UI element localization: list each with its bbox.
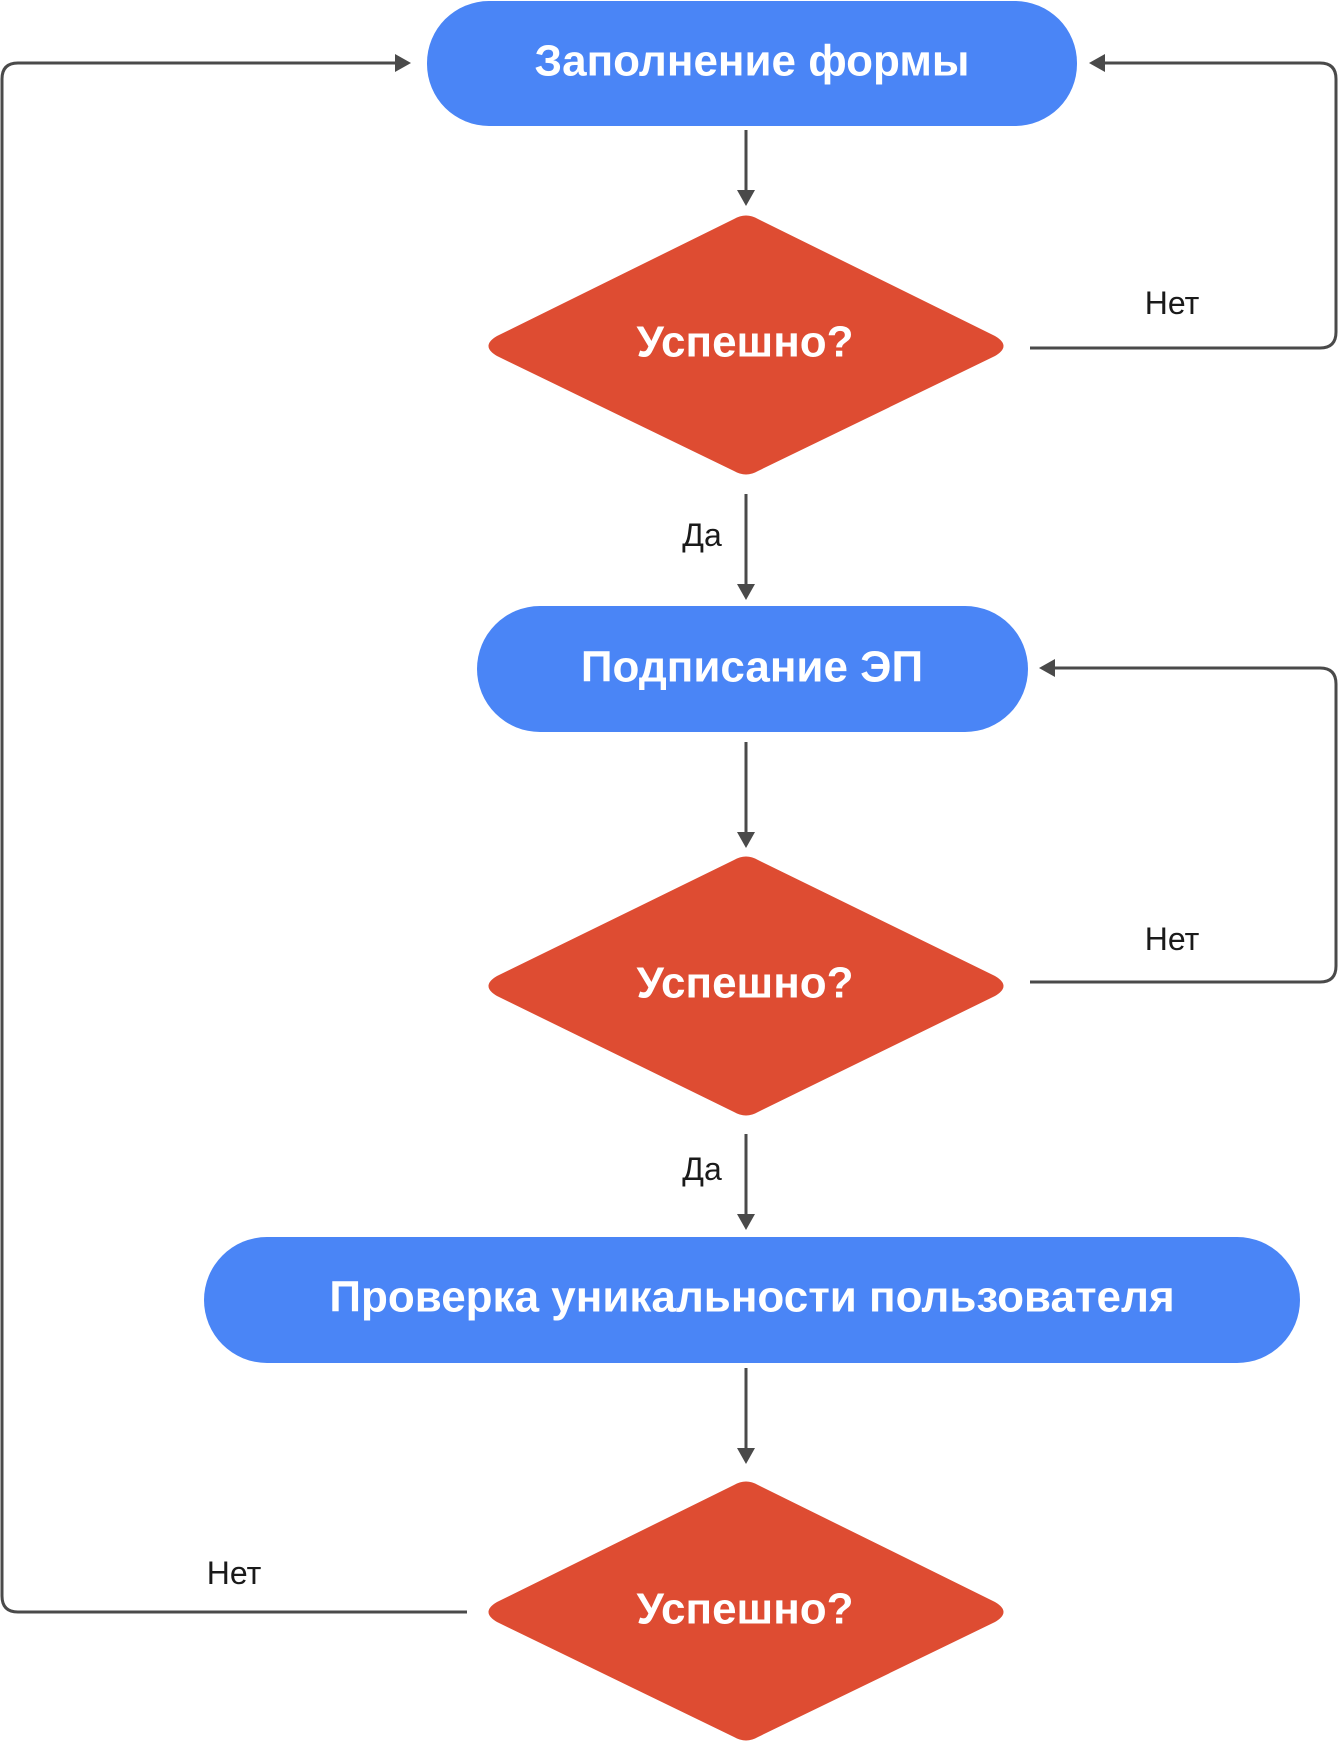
decision-1-node	[488, 215, 1004, 475]
edge-decision-1-no	[1030, 61, 1338, 350]
edge-decision-2-no	[1030, 666, 1338, 984]
sign-ep-node	[477, 606, 1028, 732]
edge-labels: Нет Да Нет Да Нет	[207, 285, 1200, 1591]
decision-3-no-label: Нет	[207, 1555, 262, 1591]
decision-2-label: Успешно?	[636, 959, 853, 1008]
edge-sign-to-decision-2-arrow	[737, 832, 755, 848]
fill-form-label: Заполнение формы	[535, 37, 970, 86]
connectors	[0, 54, 1338, 1614]
uniqueness-check-label: Проверка уникальности пользователя	[329, 1273, 1174, 1322]
fill-form-node	[427, 1, 1077, 126]
decision-1-no-label: Нет	[1145, 285, 1200, 321]
edge-decision-1-no-arrow	[1089, 54, 1105, 72]
decision-2-yes-label: Да	[682, 1151, 722, 1187]
edge-decision-2-yes-arrow	[737, 1214, 755, 1230]
nodes: Заполнение формы Успешно? Подписание ЭП …	[204, 1, 1300, 1741]
uniqueness-check-node	[204, 1237, 1300, 1363]
decision-2-node	[488, 856, 1004, 1116]
decision-3-node	[488, 1481, 1004, 1741]
decision-1-label: Успешно?	[636, 318, 853, 367]
decision-1-yes-label: Да	[682, 517, 722, 553]
edge-check-to-decision-3-arrow	[737, 1448, 755, 1464]
decision-3-label: Успешно?	[636, 1585, 853, 1634]
edge-decision-3-no-arrow	[395, 54, 411, 72]
edge-form-to-decision-1-arrow	[737, 190, 755, 206]
decision-2-no-label: Нет	[1145, 921, 1200, 957]
edge-decision-2-no-arrow	[1039, 659, 1055, 677]
sign-ep-label: Подписание ЭП	[581, 643, 923, 692]
edge-decision-3-no	[0, 61, 467, 1614]
edge-decision-1-yes-arrow	[737, 584, 755, 600]
